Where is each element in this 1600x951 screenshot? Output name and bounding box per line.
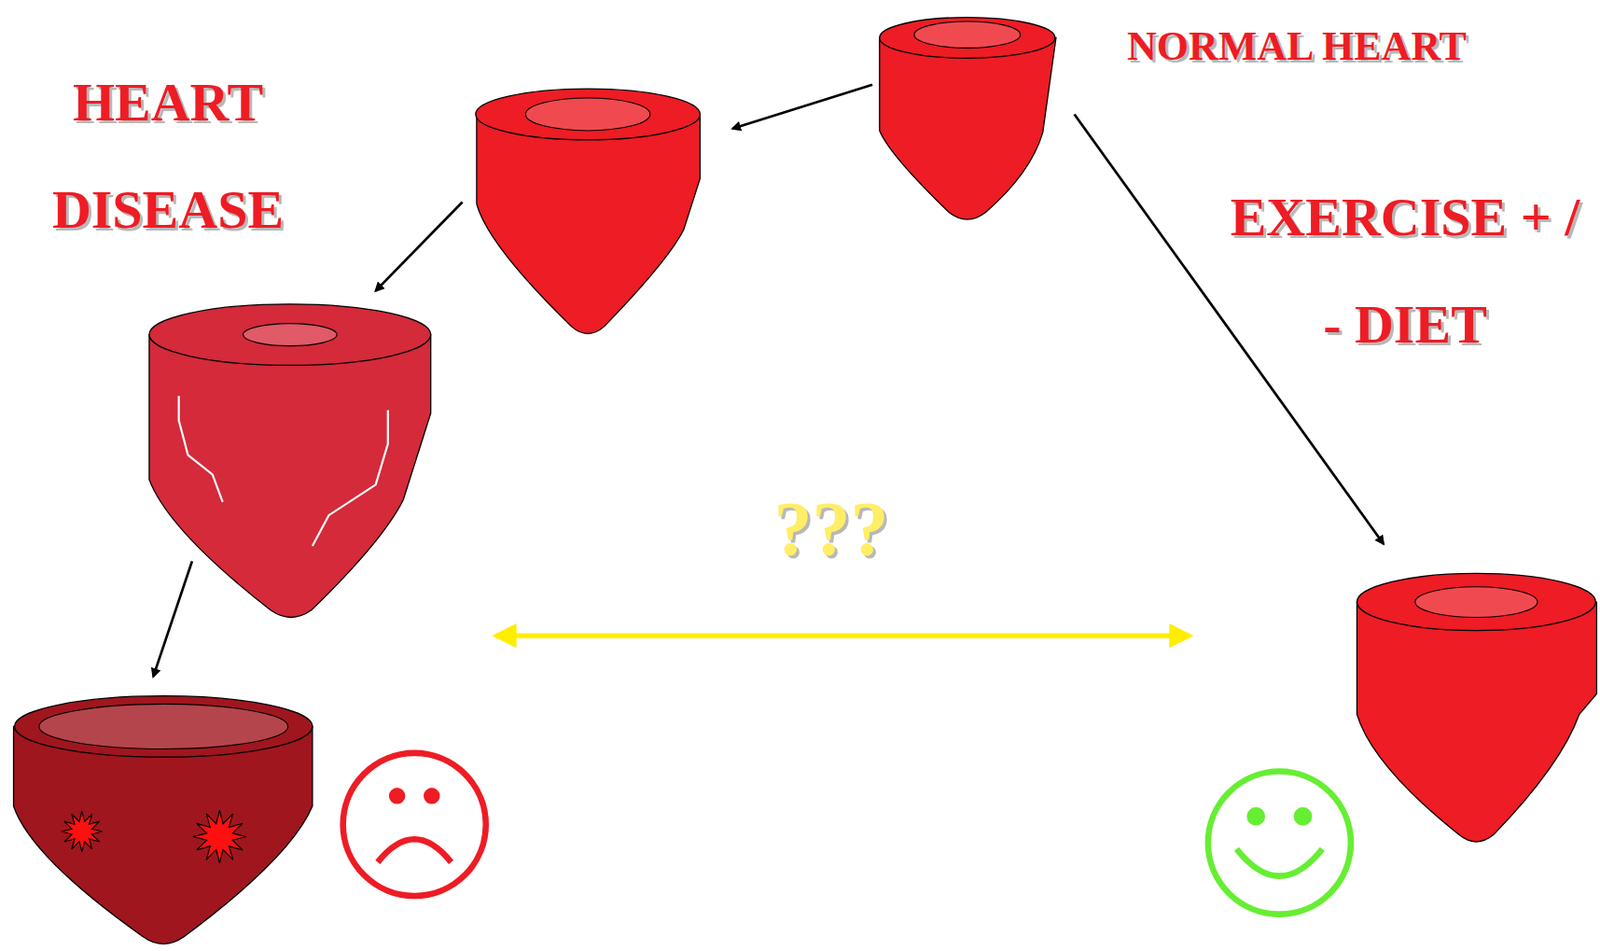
- happy-face: [1208, 771, 1351, 915]
- athlete-heart: [1356, 572, 1597, 842]
- question-label: ???: [691, 477, 972, 581]
- normal-heart: [879, 17, 1057, 220]
- failing-heart: [13, 695, 313, 945]
- sad-face: [343, 752, 487, 896]
- hypertrophied-heart: [149, 304, 432, 618]
- progression-arrow: [732, 84, 873, 129]
- thickening-heart: [475, 88, 701, 334]
- progression-arrow: [153, 560, 193, 677]
- progression-arrow: [375, 201, 463, 291]
- group-label: HEART DISEASE: [13, 48, 322, 264]
- heart-label: NORMAL HEART: [1072, 20, 1521, 73]
- comparison-arrow: [496, 632, 1190, 638]
- intervention-label: EXERCISE + / - DIET: [1218, 163, 1592, 378]
